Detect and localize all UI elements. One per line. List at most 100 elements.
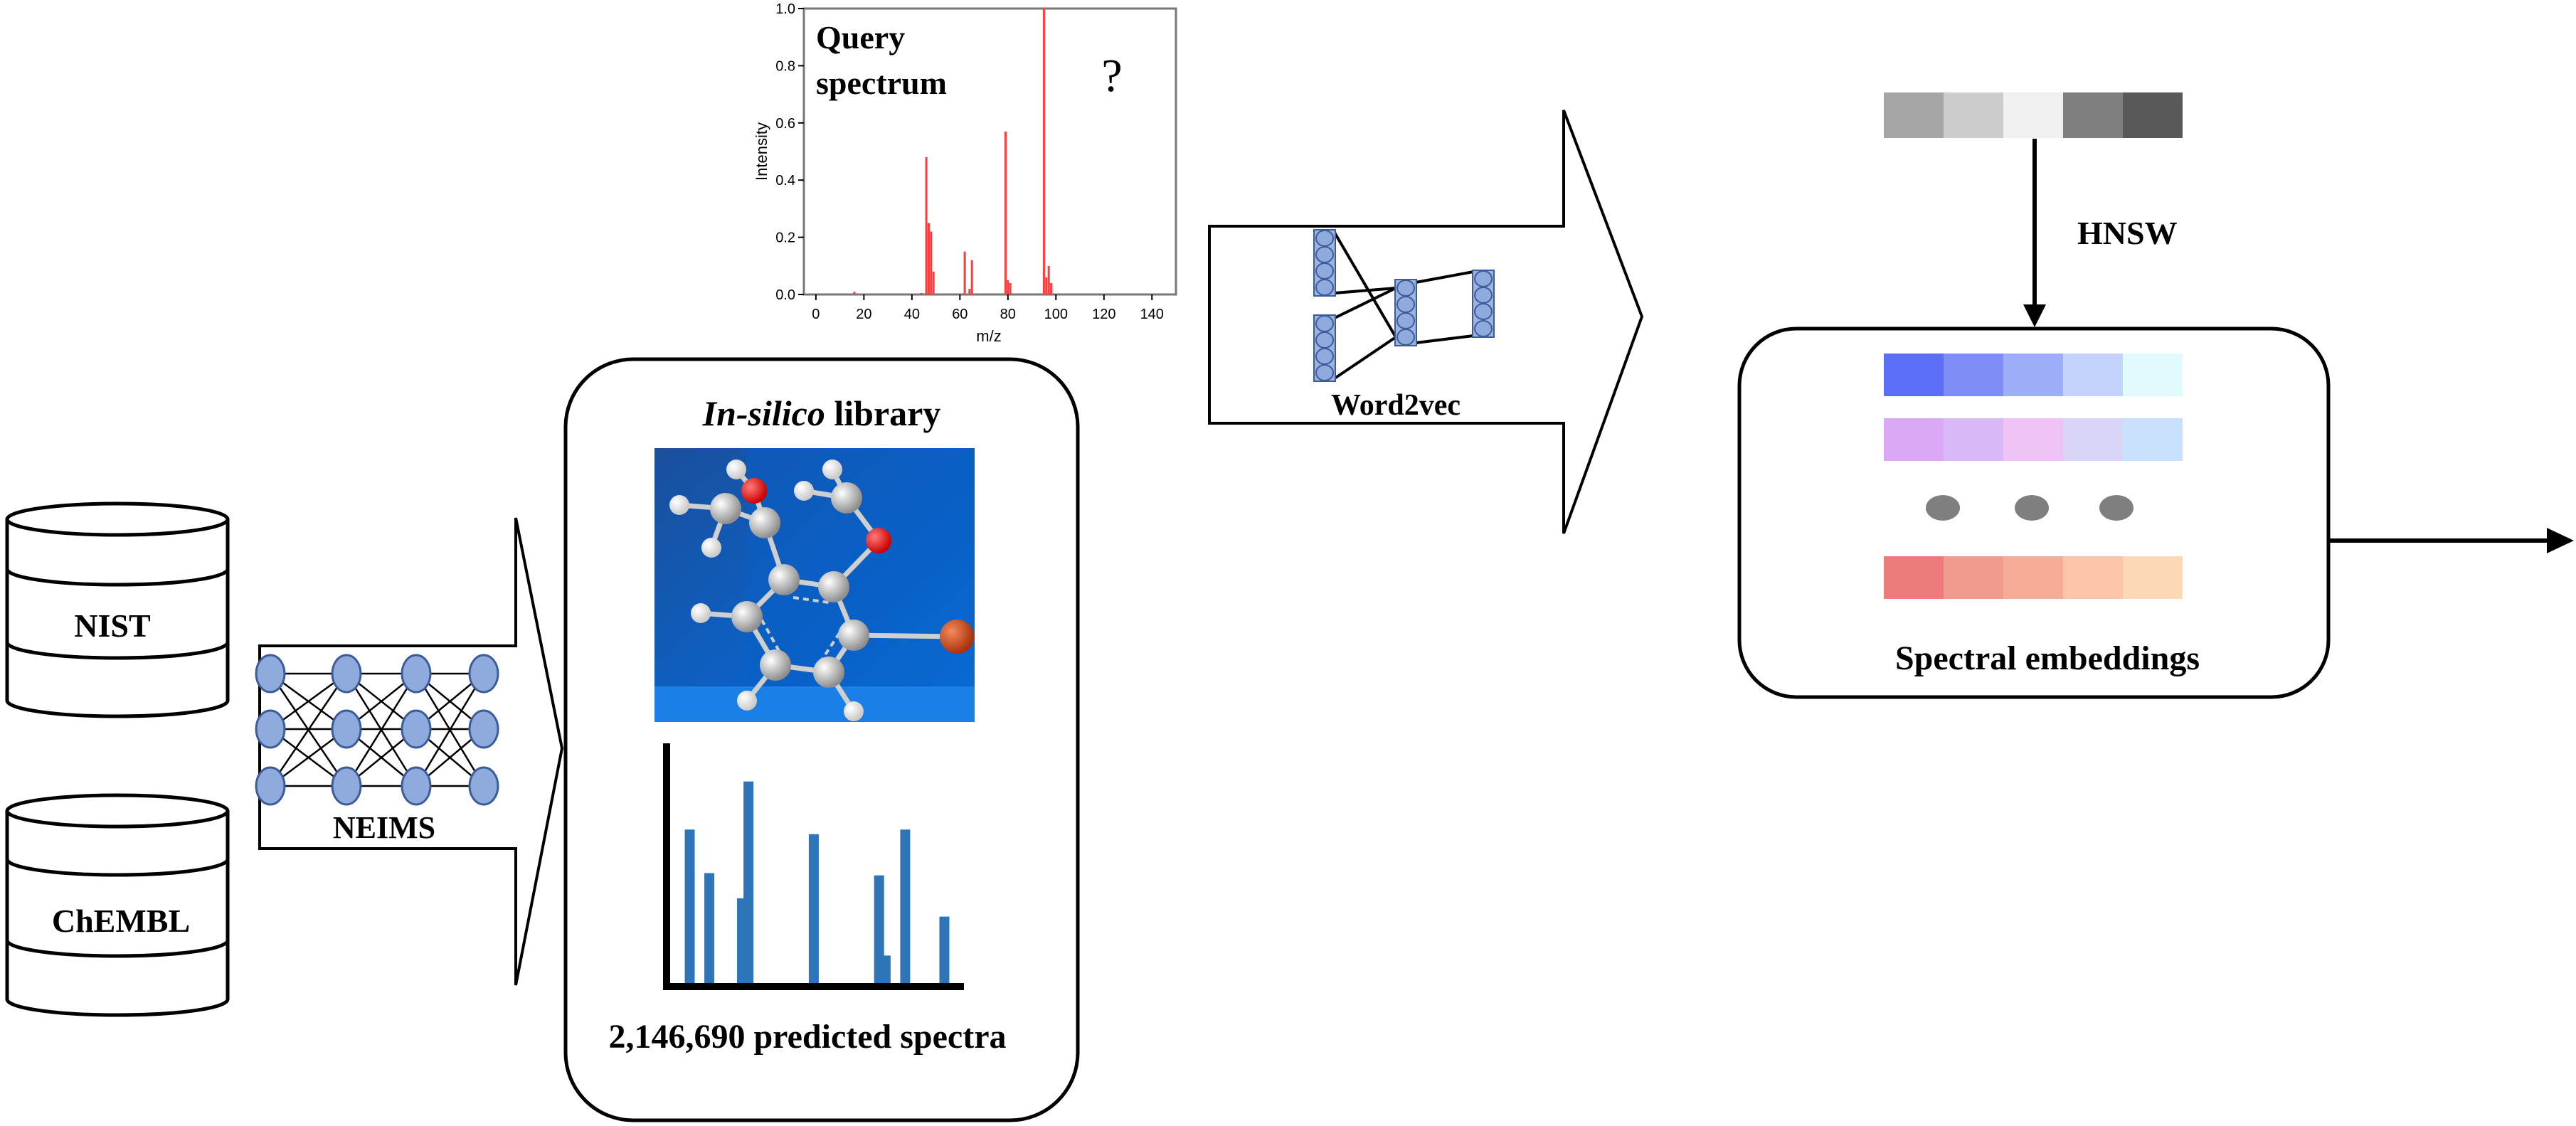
library-spectrum-peak (743, 781, 754, 983)
query-x-tick-label: 60 (952, 307, 968, 322)
network-node (1474, 270, 1493, 287)
embedding-cell (2003, 556, 2063, 599)
query-x-axis-label: m/z (976, 327, 1001, 345)
network-node (1315, 331, 1334, 349)
network-node (255, 709, 286, 749)
query-y-tick-label: 0.4 (775, 173, 795, 188)
network-connection (269, 673, 348, 787)
network-node (255, 654, 286, 694)
embedding-cell (1884, 556, 1944, 599)
query-vector-cell (2003, 92, 2063, 138)
query-vector-cell (2123, 92, 2183, 138)
embedding-cell (1944, 556, 2003, 599)
ellipsis-dot (2099, 495, 2134, 521)
network-node (1396, 296, 1415, 313)
query-y-tick-label: 0.6 (775, 116, 795, 132)
network-node (1315, 262, 1334, 280)
network-connection (1415, 270, 1474, 284)
embedding-cell (1944, 354, 2003, 396)
query-x-tick-label: 120 (1092, 307, 1115, 322)
nist-label: NIST (74, 607, 150, 644)
embedding-cell (2063, 354, 2123, 396)
network-node (1474, 303, 1493, 320)
network-node (468, 709, 499, 749)
ellipsis-dot (1926, 495, 1960, 521)
spectral-embeddings-panel: Spectral embeddings (1737, 326, 2331, 699)
network-node (1396, 312, 1415, 329)
query-y-tick-label: 0.8 (775, 58, 795, 74)
embedding-cell (2003, 418, 2063, 461)
embedding-cell (2123, 354, 2183, 396)
query-x-tick-label: 40 (904, 307, 920, 322)
library-spectrum-peak (684, 829, 695, 983)
ellipsis-dot (2015, 495, 2049, 521)
hnsw-arrow-head (2023, 304, 2046, 327)
embedding-cell (2123, 418, 2183, 461)
network-node (331, 709, 362, 749)
network-node (331, 766, 362, 806)
network-connection (1334, 287, 1396, 319)
embedding-cell (2063, 556, 2123, 599)
molecule-image (654, 448, 975, 722)
chembl-database: ChEMBL (5, 793, 230, 1017)
neims-network-icon (255, 654, 499, 806)
network-node (1315, 230, 1334, 247)
neims-arrow: NEIMS (255, 517, 564, 986)
network-connection (1415, 334, 1474, 344)
library-spectrum-peak (704, 873, 715, 983)
network-connection (1333, 336, 1397, 380)
query-x-tick-label: 100 (1044, 307, 1068, 322)
network-node (255, 766, 286, 806)
network-connection (1334, 287, 1396, 294)
embedding-cell (2063, 418, 2123, 461)
query-vector-cell (1884, 92, 1944, 138)
library-spectrum-chart (663, 743, 964, 990)
network-node (1396, 329, 1415, 346)
library-spectrum-peak (880, 955, 891, 983)
embedding-rows (1884, 354, 2183, 599)
embedding-cell (1884, 418, 1944, 461)
network-node (468, 654, 499, 694)
network-node (401, 766, 432, 806)
spectral-embeddings-label: Spectral embeddings (1895, 639, 2200, 677)
network-connection (345, 673, 418, 787)
network-connection (415, 673, 485, 787)
network-connection (1333, 231, 1397, 339)
hnsw-label: HNSW (2077, 215, 2178, 251)
query-vector-cell (1944, 92, 2003, 138)
query-embedding-vector (1884, 92, 2183, 138)
embedding-cell (2003, 354, 2063, 396)
network-node (1315, 279, 1334, 296)
network-node (331, 654, 362, 694)
library-spectrum-peak (939, 916, 950, 983)
word2vec-label: Word2vec (1331, 389, 1461, 422)
network-node (1396, 280, 1415, 297)
nist-database: NIST (5, 501, 230, 718)
query-vector-cell (2063, 92, 2123, 138)
output-arrow-head (2547, 528, 2574, 553)
embedding-cell (2123, 556, 2183, 599)
library-title-italic: In-silico (702, 393, 825, 433)
network-node (1474, 287, 1493, 304)
query-title-line2: spectrum (816, 65, 947, 101)
network-node (401, 709, 432, 749)
word2vec-arrow: Word2vec (1208, 110, 1644, 534)
network-node (1315, 315, 1334, 332)
embedding-cell (1884, 354, 1944, 396)
network-node (1315, 364, 1334, 381)
in-silico-library-panel: In-silico library (563, 357, 1080, 1122)
neims-label: NEIMS (333, 810, 435, 845)
network-node (468, 766, 499, 806)
word2vec-network-icon (1313, 229, 1495, 382)
query-y-tick-label: 0.0 (775, 287, 795, 303)
network-node (1474, 320, 1493, 337)
query-x-tick-label: 140 (1140, 307, 1164, 322)
library-spectrum-peak (900, 829, 911, 983)
network-node (1315, 246, 1334, 263)
library-title-rest: library (825, 393, 940, 433)
library-spectrum-peak (808, 834, 819, 983)
network-node (401, 654, 432, 694)
question-mark: ? (1101, 50, 1122, 102)
